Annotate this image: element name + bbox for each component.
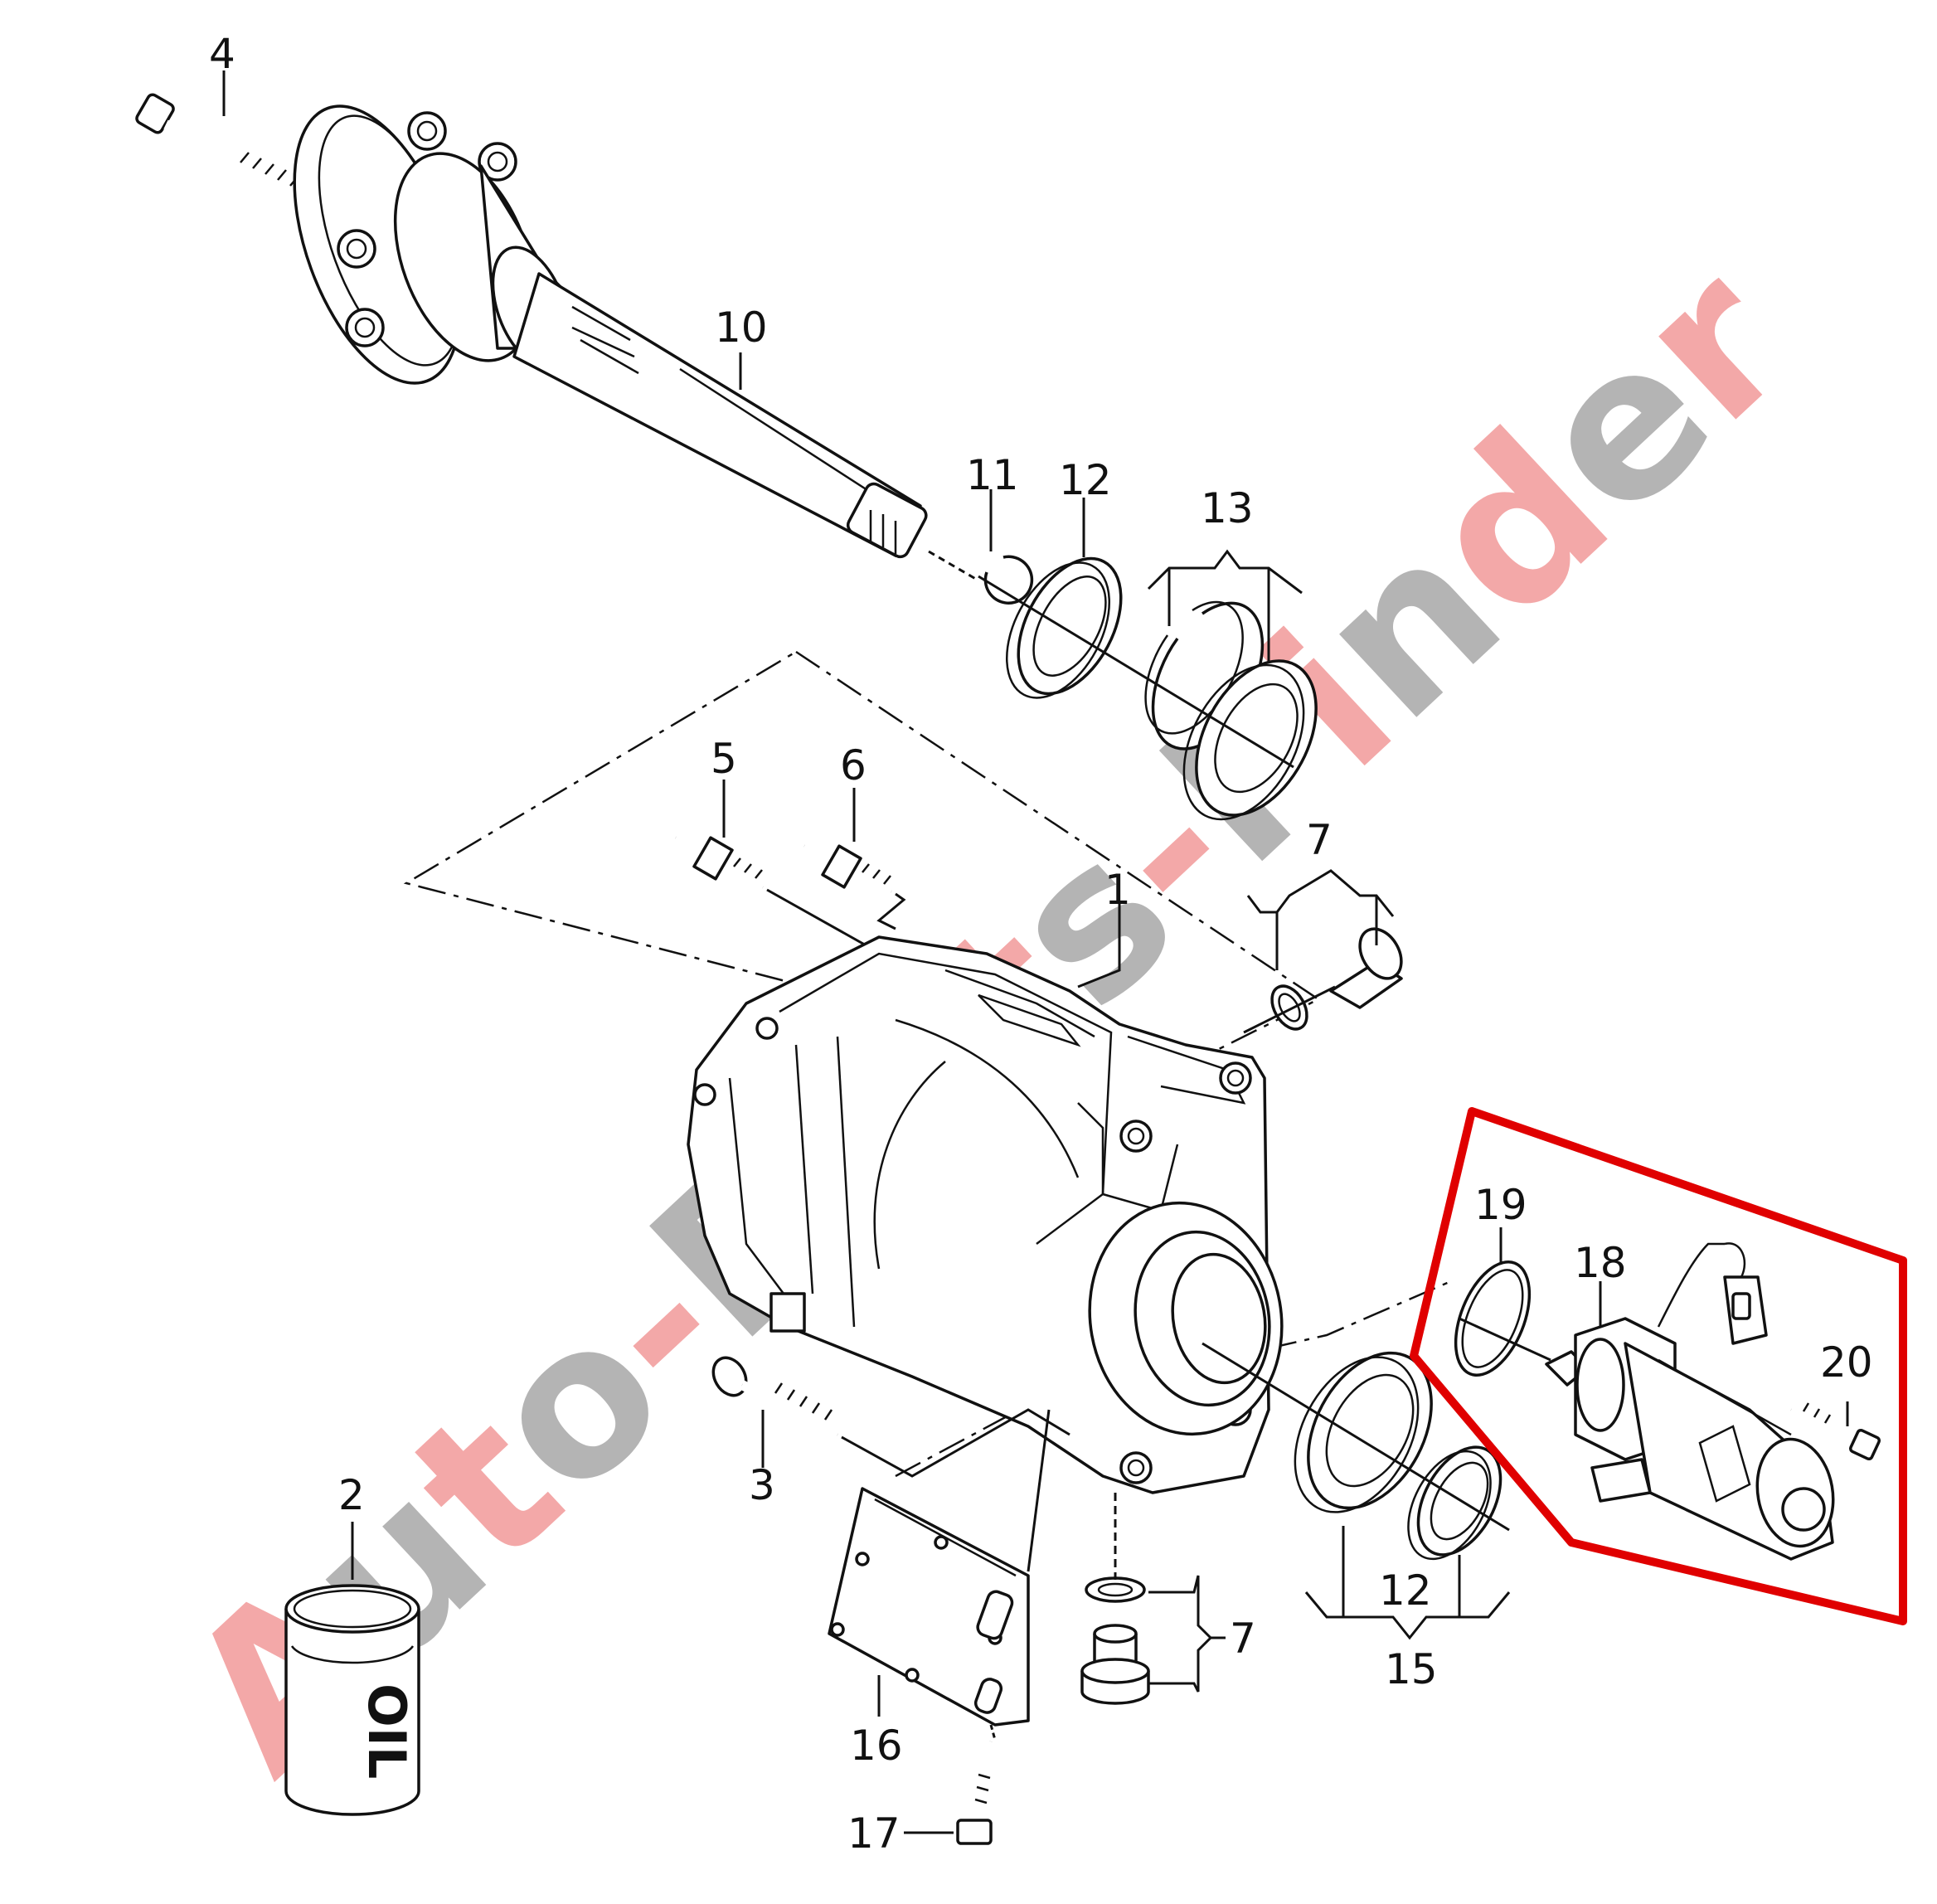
bolt-part-20 xyxy=(1789,1401,1881,1461)
bracket-7-lower xyxy=(1148,1575,1213,1693)
circlip-part-11 xyxy=(983,555,1034,605)
callout-3: 3 xyxy=(749,1461,775,1509)
callout-12-upper: 12 xyxy=(1059,456,1112,504)
seal-part-12-lower xyxy=(1294,1351,1433,1513)
drain-plug-part-7-lower xyxy=(1080,1493,1150,1705)
drain-plug-part-7-upper xyxy=(1243,927,1403,1034)
oil-can-part-2: OIL xyxy=(284,1584,420,1816)
leader-1 xyxy=(1077,904,1121,988)
callout-7-lower: 7 xyxy=(1230,1615,1256,1663)
bolt-part-3 xyxy=(711,1356,1070,1478)
seal-part-12-upper xyxy=(1005,556,1123,699)
callout-12-lower: 12 xyxy=(1379,1566,1432,1615)
cover-plate-part-16 xyxy=(828,1487,1030,1727)
callout-1: 1 xyxy=(1104,866,1131,914)
callout-17: 17 xyxy=(847,1809,901,1858)
bearing-part-13 xyxy=(1182,659,1318,821)
callout-19: 19 xyxy=(1474,1181,1527,1229)
callout-18: 18 xyxy=(1574,1239,1627,1287)
lower-axis-line xyxy=(1202,1342,1510,1532)
upper-axis-line xyxy=(978,575,1294,769)
callout-11: 11 xyxy=(966,451,1019,499)
oil-label: OIL xyxy=(357,1683,417,1779)
transfer-case-housing-part-1 xyxy=(687,935,1284,1494)
callout-10: 10 xyxy=(715,304,768,352)
callout-5: 5 xyxy=(711,735,737,783)
o-ring-part-19 xyxy=(1454,1260,1532,1377)
callout-4: 4 xyxy=(209,30,235,78)
callout-2: 2 xyxy=(338,1471,365,1519)
actuator-motor-part-18 xyxy=(1545,1242,1835,1561)
screw-part-17 xyxy=(956,1724,997,1845)
stud-part-6 xyxy=(802,842,906,930)
callout-labels: 4 10 11 12 13 5 6 7 1 19 18 20 3 2 12 15… xyxy=(209,30,1873,1858)
callout-15: 15 xyxy=(1385,1645,1438,1693)
flange-shaft-part-10 xyxy=(293,104,979,582)
leader-16-up xyxy=(1027,1409,1051,1572)
callout-20: 20 xyxy=(1820,1338,1873,1387)
callout-16: 16 xyxy=(850,1722,903,1770)
stud-part-5 xyxy=(673,833,896,964)
callout-13: 13 xyxy=(1201,484,1254,532)
highlight-box xyxy=(1410,1107,1907,1625)
bracket-15 xyxy=(1304,1591,1511,1640)
callout-7-upper: 7 xyxy=(1306,816,1333,864)
bracket-7-upper xyxy=(1246,869,1395,917)
callout-6: 6 xyxy=(840,741,867,789)
